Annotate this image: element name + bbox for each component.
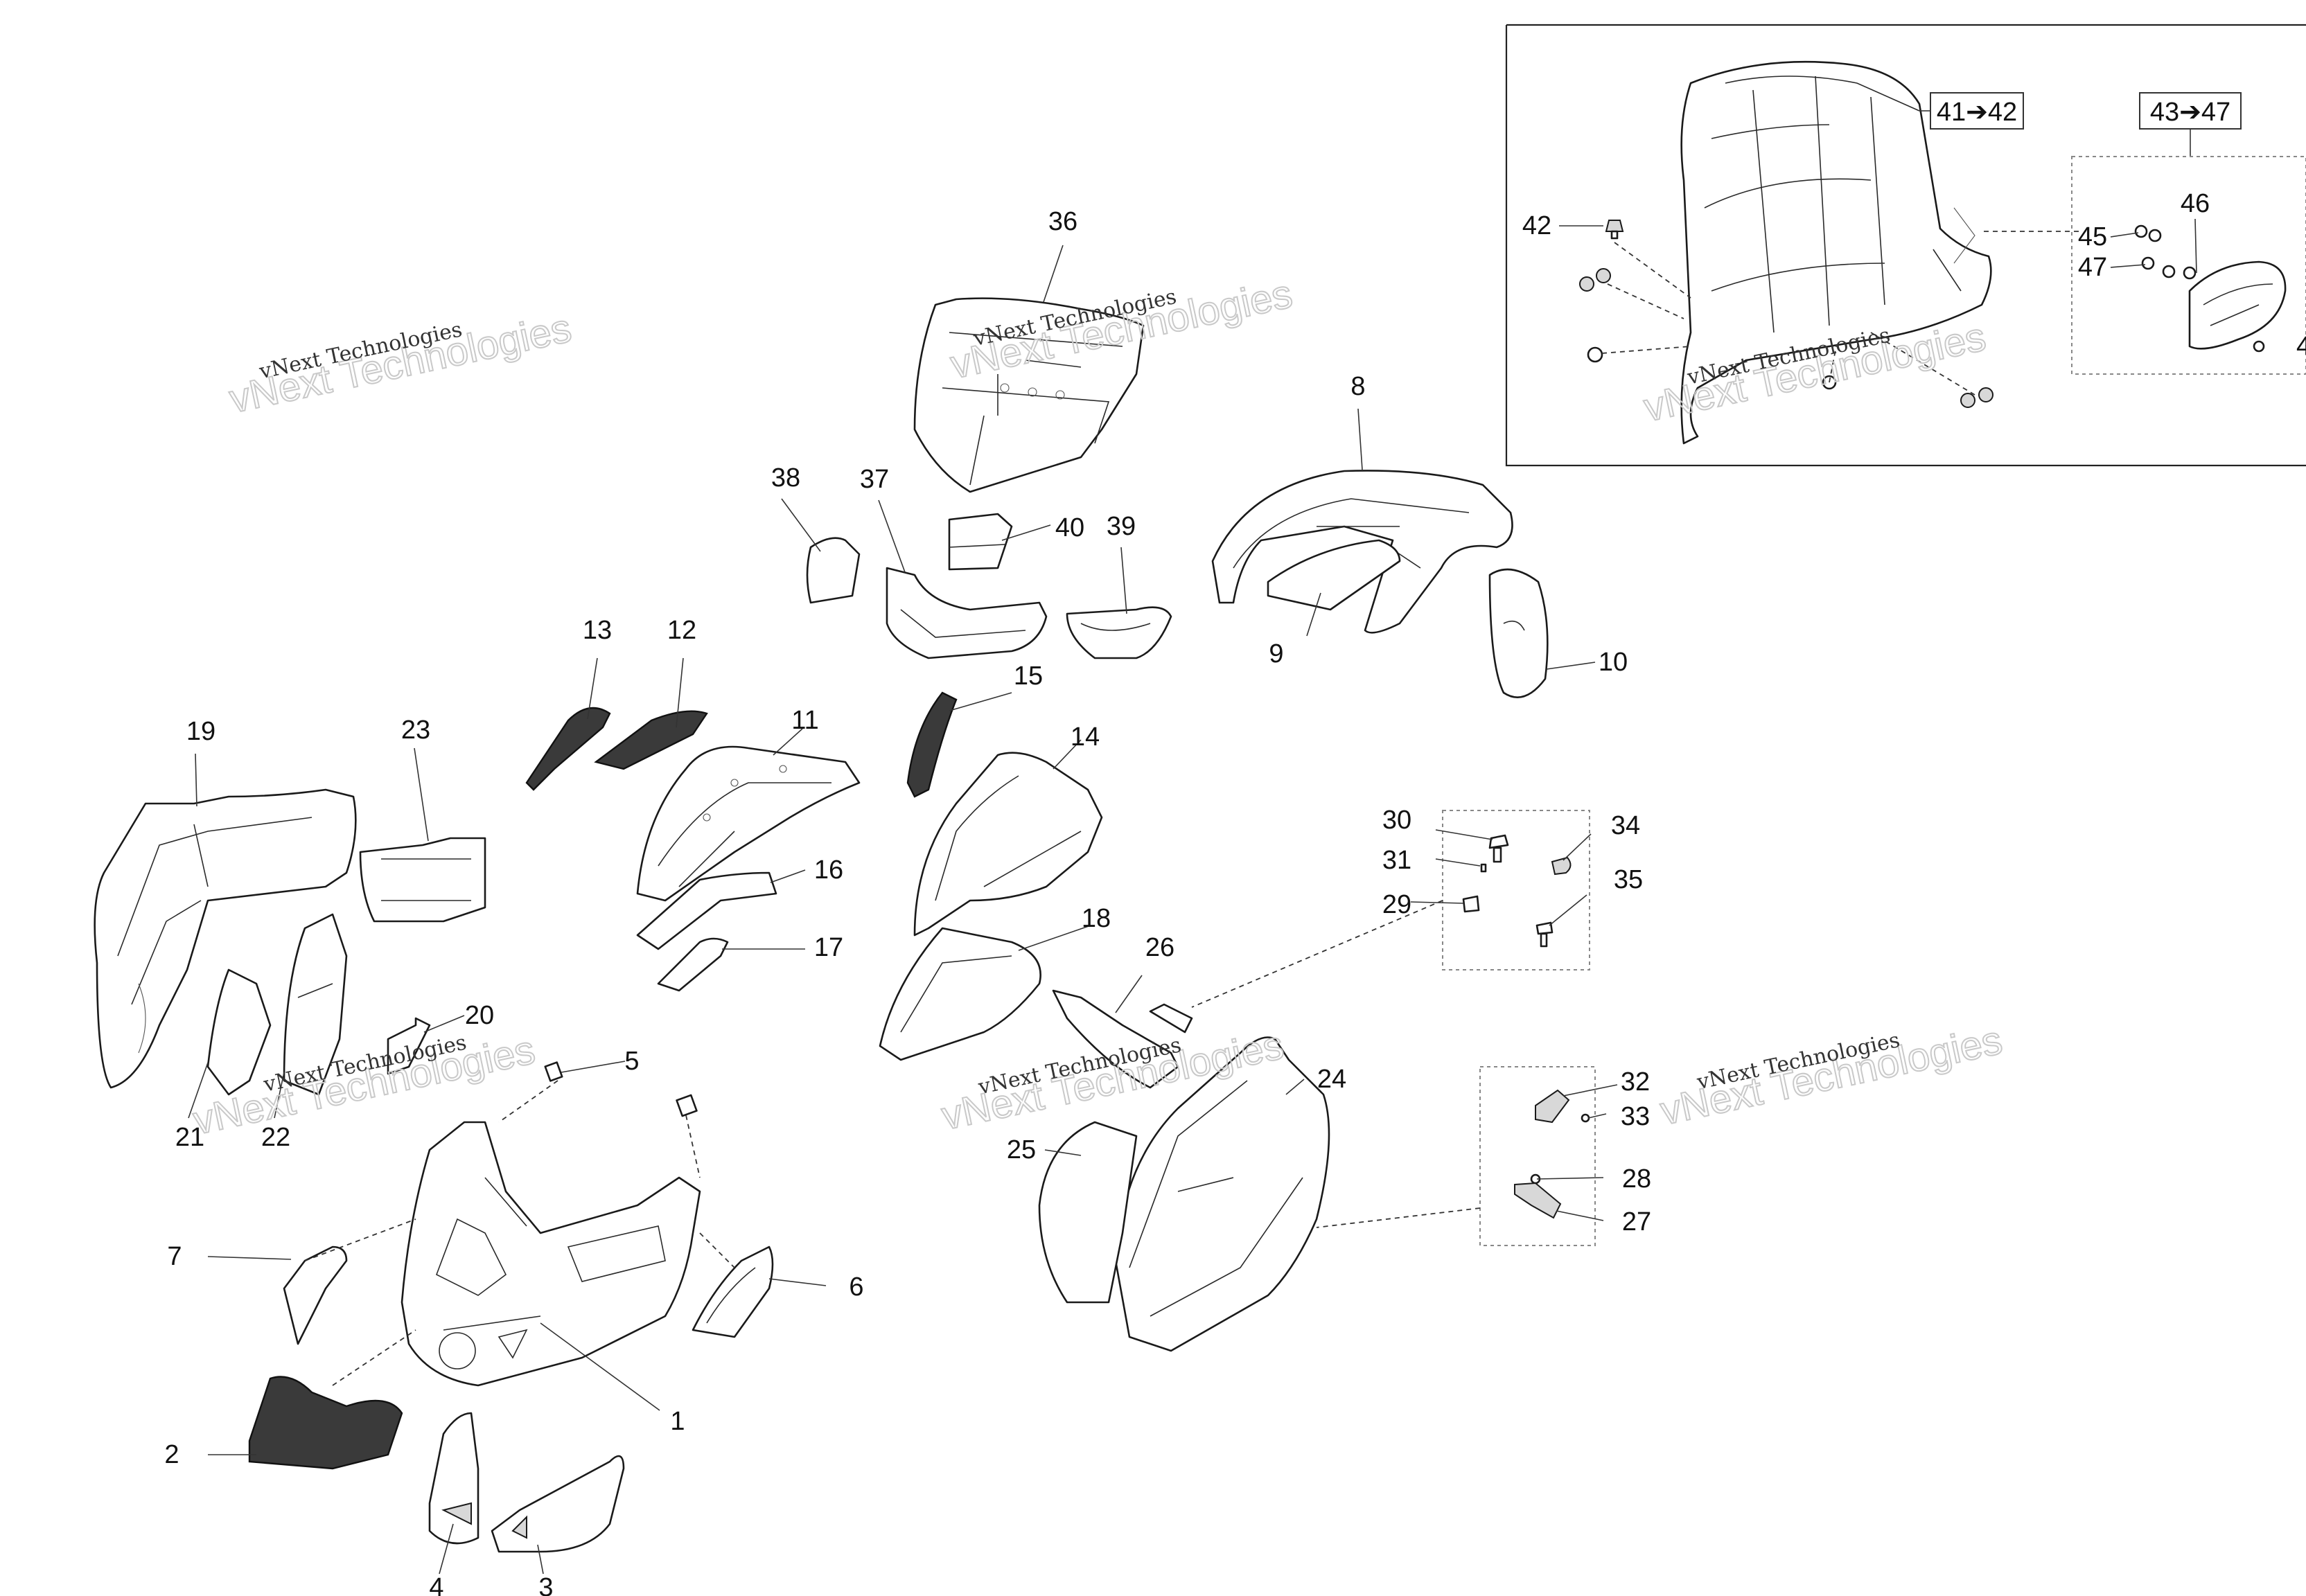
callout-38: 38 [771, 463, 800, 493]
windshield-part [1680, 60, 1992, 445]
callout-17: 17 [814, 933, 843, 962]
callout-35: 35 [1614, 865, 1643, 894]
mirror-part-46 [2134, 224, 2287, 353]
callout-32: 32 [1621, 1067, 1650, 1097]
callout-2: 2 [164, 1440, 179, 1469]
part-25-panel [1038, 1121, 1138, 1304]
part-15-mesh [906, 691, 958, 798]
callout-34: 34 [1611, 811, 1640, 840]
callout-6: 6 [849, 1273, 863, 1302]
watermark-6: vNext Technologies vNext Technologies [1656, 1017, 2007, 1135]
callout-26: 26 [1145, 933, 1174, 962]
callout-21: 21 [175, 1123, 204, 1152]
range-43-47-text: 43➔47 [2150, 98, 2230, 127]
part-23 [359, 837, 486, 923]
range-label-41-42: 41➔42 [1919, 92, 2024, 130]
callout-4-edge: 4 [2296, 332, 2306, 361]
watermark-1: vNext Technologies vNext Technologies [225, 305, 576, 423]
part-11-frame [636, 745, 861, 902]
part-13-mesh [525, 707, 611, 791]
part-14-panel [913, 752, 1103, 937]
kit-27-33-box [1479, 1066, 1596, 1246]
callout-20: 20 [465, 1001, 494, 1030]
part-40 [948, 513, 1013, 571]
callout-11: 11 [791, 706, 818, 735]
part-37 [886, 567, 1048, 659]
callout-25: 25 [1007, 1135, 1036, 1164]
callout-47: 47 [2078, 253, 2107, 282]
part-26-trim [1052, 989, 1193, 1089]
callout-37: 37 [860, 465, 889, 494]
callout-23: 23 [401, 716, 430, 745]
part-22 [283, 913, 348, 1096]
callout-10: 10 [1599, 648, 1628, 677]
callout-24: 24 [1317, 1065, 1346, 1094]
callout-16: 16 [814, 855, 843, 885]
callout-19: 19 [186, 717, 215, 746]
callout-28: 28 [1622, 1164, 1651, 1194]
part-7-bracket [283, 1245, 348, 1345]
part-18-panel [879, 927, 1041, 1061]
part-19-side-panel [94, 788, 357, 1089]
kit-27-33-parts [1514, 1089, 1590, 1219]
part-17 [657, 937, 729, 992]
part-5-clips [544, 1061, 698, 1117]
callout-9: 9 [1269, 639, 1283, 668]
part-20-clip [387, 1017, 431, 1075]
leader-lines [188, 218, 2197, 1575]
fastener-42 [1605, 220, 1624, 240]
kit-43-47-box [2071, 156, 2306, 375]
callout-42: 42 [1522, 211, 1551, 240]
inset-fasteners-left [1579, 268, 1993, 408]
part-38 [806, 537, 861, 604]
part-39 [1066, 606, 1172, 659]
callout-labels: 36 8 9 10 38 37 40 39 13 12 11 15 14 16 … [164, 189, 2306, 1596]
callout-7: 7 [167, 1242, 182, 1271]
part-1-nose-cover [401, 1121, 701, 1387]
callout-5: 5 [624, 1047, 639, 1076]
windshield-inset-box [1505, 24, 2306, 467]
part-36-housing [913, 297, 1145, 493]
callout-22: 22 [261, 1123, 290, 1152]
callout-30: 30 [1382, 806, 1411, 835]
callout-31: 31 [1382, 846, 1411, 875]
range-label-43-47: 43➔47 [2139, 92, 2242, 157]
part-21 [206, 968, 272, 1096]
part-2-grille [248, 1376, 403, 1470]
callout-1: 1 [670, 1407, 685, 1436]
callout-45: 45 [2078, 222, 2107, 251]
callout-3: 3 [538, 1573, 553, 1596]
callout-29: 29 [1382, 890, 1411, 919]
callout-33: 33 [1621, 1102, 1650, 1131]
callout-4: 4 [429, 1573, 443, 1596]
part-8-cover [1211, 470, 1513, 634]
callout-27: 27 [1622, 1207, 1651, 1236]
part-24-side-cover [1114, 1036, 1330, 1352]
callout-18: 18 [1082, 904, 1111, 933]
part-3-corner [491, 1455, 625, 1553]
callout-15: 15 [1014, 662, 1043, 691]
part-4-corner [428, 1412, 479, 1545]
callout-39: 39 [1107, 512, 1136, 541]
part-12-mesh [594, 710, 708, 770]
callout-46: 46 [2181, 189, 2210, 218]
part-10-panel [1488, 568, 1549, 698]
part-6-vent [692, 1245, 774, 1338]
callout-36: 36 [1048, 207, 1077, 236]
range-41-42-text: 41➔42 [1937, 98, 2017, 127]
callout-14: 14 [1071, 722, 1100, 752]
part-9-plate [1267, 539, 1401, 611]
callout-13: 13 [583, 616, 612, 645]
callout-40: 40 [1055, 513, 1084, 542]
callout-12: 12 [667, 616, 696, 645]
callout-8: 8 [1350, 372, 1365, 401]
kit-29-35-parts [1462, 834, 1572, 948]
part-16 [636, 871, 777, 950]
